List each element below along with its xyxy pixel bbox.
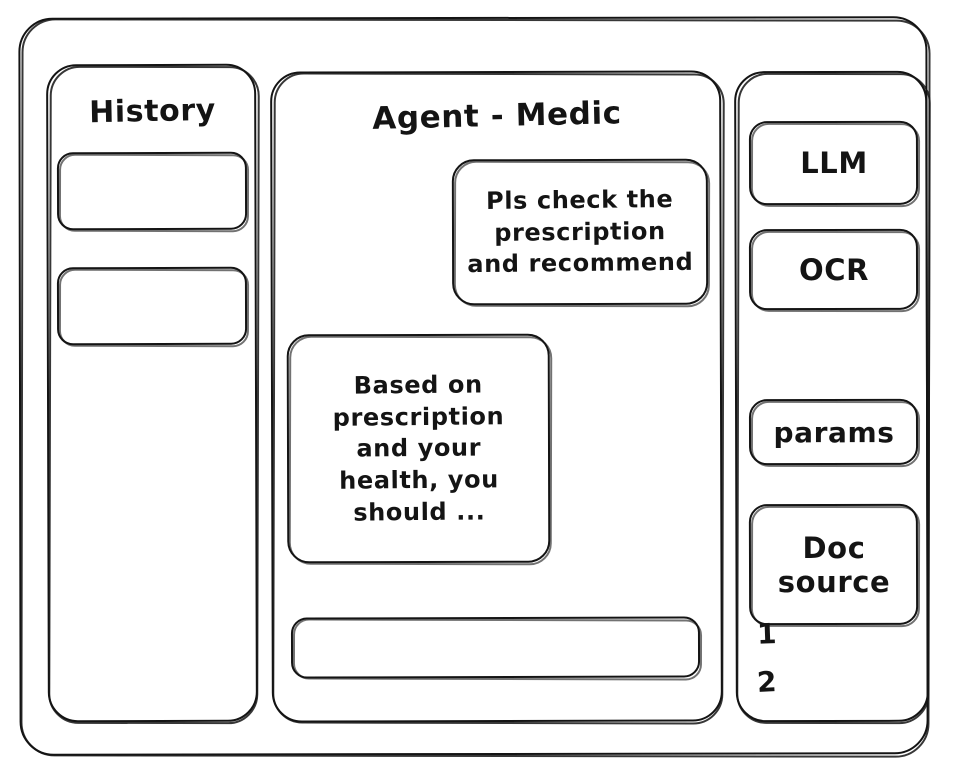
tool-label: OCR [798,252,870,287]
message-input[interactable] [292,618,700,678]
tool-button-llm[interactable]: LLM [750,122,918,205]
history-list-item[interactable] [58,153,247,230]
agent-message-bubble: Based on prescription and your health, y… [288,335,550,563]
tool-button-params[interactable]: params [750,400,918,465]
tool-label: Doc source [777,530,891,599]
user-message-text: Pls check the prescription and recommend [467,185,694,279]
doc-source-item-2[interactable]: 2 [756,665,778,700]
tool-button-ocr[interactable]: OCR [750,230,918,310]
tool-label: LLM [800,146,868,181]
doc-source-item-1[interactable]: 1 [756,617,778,651]
history-panel-title: History [88,92,217,131]
user-message-bubble: Pls check the prescription and recommend [453,160,708,305]
agent-message-text: Based on prescription and your health, y… [332,370,505,527]
tool-label: params [773,415,895,449]
history-list-item[interactable] [58,268,247,345]
tool-button-doc-source[interactable]: Doc source [750,505,918,625]
